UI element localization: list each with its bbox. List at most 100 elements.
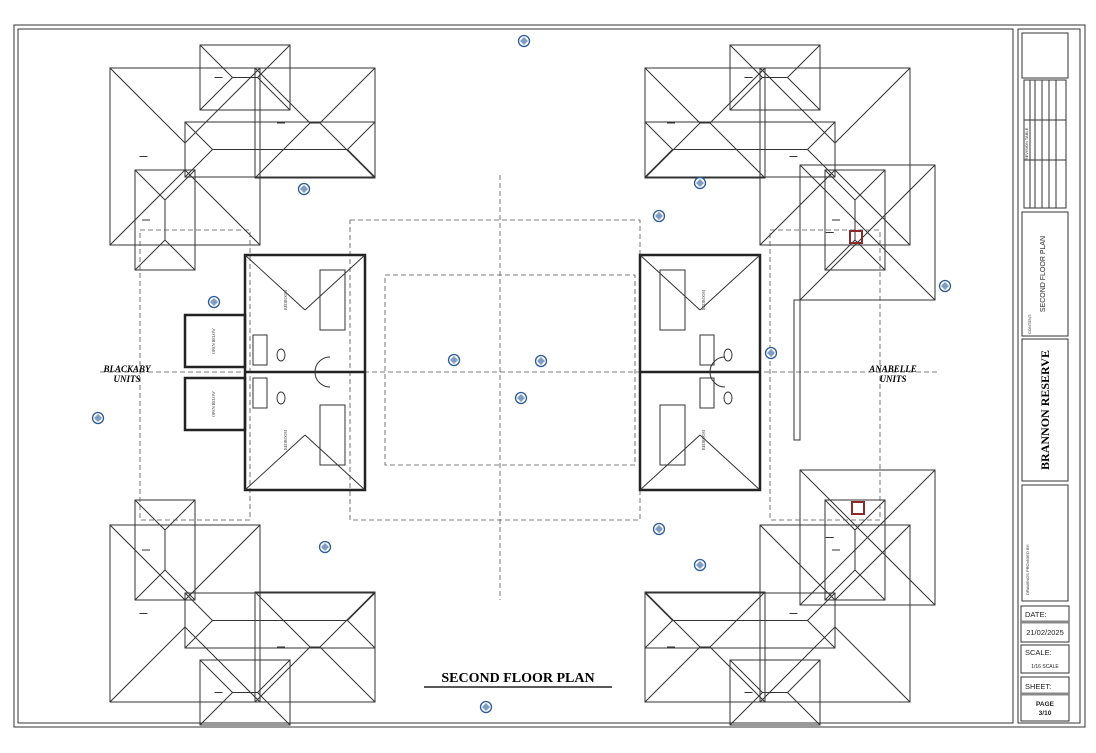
- roof-hip-line: [867, 232, 936, 301]
- hip-roof: [729, 44, 821, 111]
- marker-diamond: [655, 525, 663, 533]
- roof-hip-line: [184, 592, 213, 621]
- roof-hip-line: [134, 169, 166, 201]
- roof-hip-line: [799, 164, 868, 233]
- skylight-icon: [851, 501, 865, 515]
- marker-diamond: [696, 561, 704, 569]
- content-value: SECOND FLOOR PLAN: [1040, 236, 1047, 312]
- roof-hip-line: [824, 569, 856, 601]
- marker-diamond: [941, 282, 949, 290]
- room-label: BEDROOM: [283, 290, 288, 310]
- roof-outline: [729, 659, 821, 726]
- roof-outline: [254, 67, 376, 179]
- roof-hip-line: [787, 44, 821, 78]
- roof-outline: [199, 44, 291, 111]
- bathtub: [699, 334, 715, 366]
- marker-diamond: [655, 212, 663, 220]
- roof-outline: [644, 591, 766, 703]
- hip-roof: [199, 44, 291, 111]
- roof-hip-line: [184, 524, 261, 601]
- roof-hip-line: [134, 569, 166, 601]
- toilet: [276, 391, 286, 405]
- hip-roof: [644, 591, 766, 703]
- hip-roof: [199, 659, 291, 726]
- roof-hip-line: [184, 149, 213, 178]
- roof-hip-line: [184, 169, 261, 246]
- drawings-provided-by-label: DRAWINGS PROVIDED BY:: [1025, 544, 1030, 595]
- closet: [659, 404, 686, 466]
- roof-hip-line: [834, 67, 911, 144]
- toilet: [723, 348, 733, 362]
- scale-value: 1/16 SCALE: [1031, 664, 1059, 670]
- roof-outline: [824, 499, 886, 601]
- marker-diamond: [94, 414, 102, 422]
- room-label: BEDROOM: [283, 430, 288, 450]
- grid-marker-icon: [517, 34, 531, 48]
- unit-plan: BEDROOM BEDROOM: [243, 253, 367, 492]
- roof-hip-line: [644, 67, 701, 124]
- revision-table-label: REVISION TABLE: [1024, 127, 1029, 160]
- roof-outline: [799, 469, 936, 606]
- hip-roof: [799, 469, 936, 606]
- ceiling-line: [304, 254, 366, 311]
- grid-marker-icon: [693, 176, 707, 190]
- roof-outline: [199, 659, 291, 726]
- roof-hip-line: [834, 626, 911, 703]
- roof-plan: [109, 44, 936, 726]
- roof-hip-line: [854, 169, 886, 201]
- grid-marker-icon: [479, 700, 493, 714]
- roof-hip-line: [834, 169, 911, 246]
- roof-hip-line: [257, 77, 291, 111]
- grid-marker-icon: [693, 558, 707, 572]
- roof-hip-line: [709, 591, 766, 648]
- grid-markers: [91, 34, 952, 714]
- roof-hip-line: [254, 646, 311, 703]
- roof-hip-line: [644, 646, 701, 703]
- sheet-value: 3/10: [1039, 710, 1052, 717]
- door-swing: [709, 371, 726, 388]
- hip-roof: [644, 67, 766, 179]
- roof-outline: [109, 67, 261, 246]
- roof-hip-line: [199, 659, 233, 693]
- roof-hip-line: [759, 626, 836, 703]
- roof-hip-line: [644, 591, 701, 648]
- scale-label: SCALE:: [1025, 648, 1052, 657]
- roof-hip-line: [184, 620, 213, 649]
- marker-diamond: [767, 349, 775, 357]
- ceiling-line: [304, 434, 366, 491]
- roof-hip-line: [184, 67, 261, 144]
- roof-hip-line: [759, 169, 836, 246]
- roof-hip-line: [184, 121, 213, 150]
- bathtub: [252, 377, 268, 409]
- date-value: 21/02/2025: [1026, 628, 1064, 637]
- roof-hip-line: [347, 121, 376, 150]
- roof-hip-line: [854, 569, 886, 601]
- dashed-outline: [139, 229, 251, 521]
- room-label: BEDROOM: [701, 430, 706, 450]
- roof-outline: [644, 67, 766, 179]
- door-swing: [314, 371, 331, 388]
- drawing-title: SECOND FLOOR PLAN: [441, 671, 594, 686]
- hip-roof: [759, 524, 911, 703]
- ceiling-line: [639, 434, 701, 491]
- sheet-value: PAGE: [1036, 701, 1055, 708]
- roof-hip-line: [644, 620, 673, 649]
- right-building-label: ANABELLE: [868, 364, 917, 374]
- roof-hip-line: [729, 44, 763, 78]
- roof-hip-line: [729, 77, 763, 111]
- hip-roof: [824, 499, 886, 601]
- roof-hip-line: [109, 524, 186, 601]
- room-label: OPEN BELOW: [211, 391, 216, 417]
- roof-hip-line: [787, 692, 821, 726]
- roof-hip-line: [164, 499, 196, 531]
- roof-hip-line: [199, 77, 233, 111]
- ceiling-line: [699, 254, 761, 311]
- hip-roof: [254, 591, 376, 703]
- roof-hip-line: [729, 659, 763, 693]
- grid-marker-icon: [938, 279, 952, 293]
- roof-hip-line: [799, 537, 868, 606]
- roof-hip-line: [164, 169, 196, 201]
- roof-hip-line: [709, 67, 766, 124]
- hip-roof: [134, 169, 196, 271]
